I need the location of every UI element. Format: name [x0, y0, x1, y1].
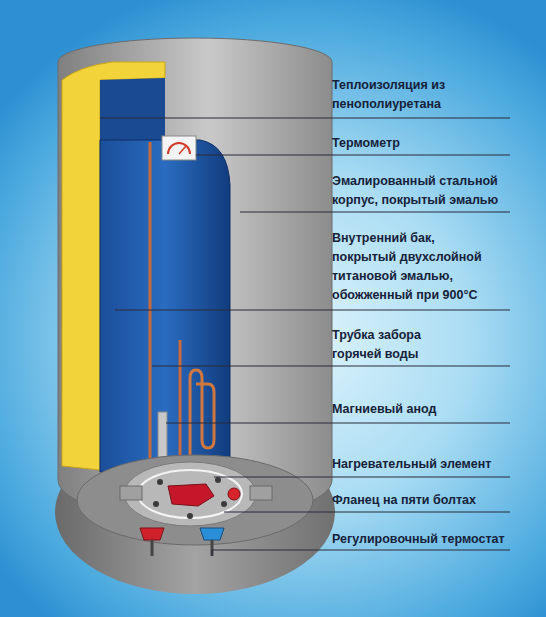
flange [124, 462, 256, 526]
leader-line [240, 212, 510, 213]
bracket [120, 486, 142, 500]
hot-outlet-valve [140, 528, 164, 540]
indicator-knob [228, 488, 240, 500]
leader-line [224, 512, 510, 513]
tank-top [100, 78, 165, 140]
leader-line [115, 310, 510, 311]
part-label: Внутренний бак, покрытый двухслойной тит… [332, 229, 492, 305]
leader-line [214, 477, 510, 478]
part-label: Регулировочный термостат [332, 530, 532, 549]
bolt [221, 501, 227, 507]
inlet-pipe [179, 340, 182, 474]
part-label: Теплоизоляция из пенополиуретана [332, 76, 460, 114]
bracket [250, 486, 272, 500]
leader-line [166, 423, 510, 424]
thermostat [168, 484, 214, 506]
part-label: Магниевый анод [332, 400, 532, 419]
leader-line [196, 155, 510, 156]
part-label: Нагревательный элемент [332, 455, 532, 474]
bolt [157, 479, 163, 485]
bolt [153, 501, 159, 507]
leader-line [152, 366, 510, 367]
thermometer-needle [179, 146, 186, 154]
thermometer [162, 136, 196, 160]
bolt [187, 513, 193, 519]
outlet-stem [151, 540, 154, 556]
heater-body [58, 38, 332, 520]
base-recess [77, 455, 313, 545]
thermometer-dial [168, 143, 190, 154]
part-label: Эмалированный стальной корпус, покрытый … [332, 172, 517, 210]
hot-water-pipe [149, 142, 152, 474]
cold-inlet-valve [200, 528, 224, 540]
leader-line [100, 118, 510, 119]
part-label: Трубка забора горячей воды [332, 326, 440, 364]
part-label: Термометр [332, 134, 532, 153]
bolt [215, 477, 221, 483]
part-label: Фланец на пяти болтах [332, 491, 532, 510]
leader-line [212, 550, 510, 556]
